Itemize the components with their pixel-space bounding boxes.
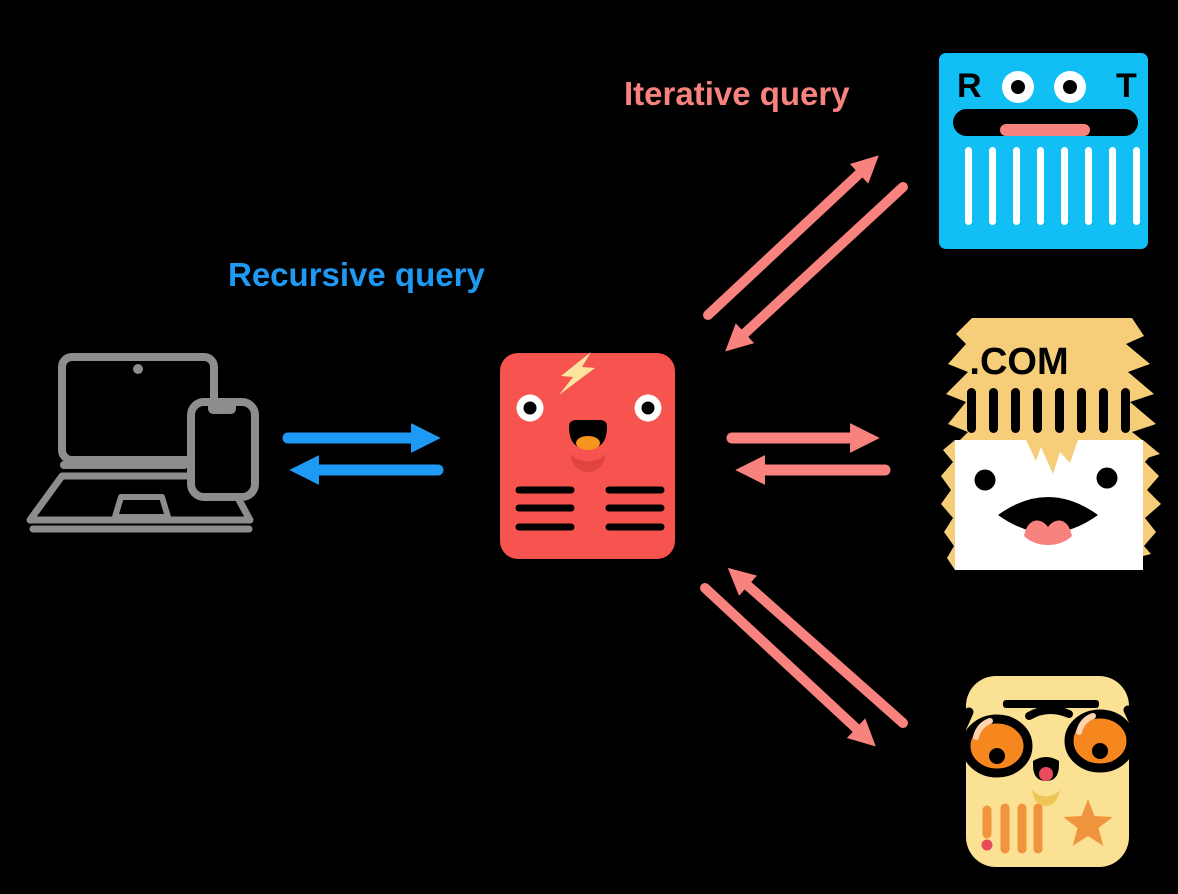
sunglasses-icon bbox=[948, 700, 1150, 778]
client-devices-icon bbox=[26, 353, 259, 533]
tld-hair-fringe bbox=[1026, 440, 1078, 474]
authoritative-server-icon bbox=[948, 676, 1150, 867]
resolver-mouth bbox=[569, 420, 607, 472]
tld-vent-bars bbox=[967, 388, 1130, 433]
trackpad bbox=[112, 494, 171, 520]
root-vent-bars bbox=[965, 147, 1140, 225]
root-letter-t: T bbox=[1116, 67, 1137, 105]
tld-server-icon: .COM bbox=[941, 318, 1161, 570]
resolver-tongue bbox=[576, 436, 600, 450]
root-eyes bbox=[1002, 71, 1086, 103]
tld-label: .COM bbox=[969, 341, 1068, 383]
tld-eyes bbox=[974, 467, 1118, 491]
iterative-arrows-authoritative bbox=[700, 567, 908, 747]
arrow-root-to-resolver bbox=[725, 182, 908, 352]
lightning-bolt-icon bbox=[559, 352, 595, 395]
tld-mouth bbox=[998, 497, 1098, 545]
resolver-eyes bbox=[516, 394, 662, 422]
tld-tongue bbox=[1024, 520, 1072, 545]
tld-hair-left-lock bbox=[941, 440, 955, 570]
root-tongue bbox=[1000, 124, 1090, 136]
recursive-query-arrows bbox=[282, 423, 444, 485]
webcam-dot bbox=[133, 364, 143, 374]
arrow-resolver-to-root bbox=[703, 155, 879, 320]
dns-resolver-icon bbox=[500, 352, 675, 559]
iterative-query-label: Iterative query bbox=[624, 75, 850, 112]
auth-mouth bbox=[1032, 757, 1060, 807]
exclamation-marks-icon bbox=[981, 803, 1043, 854]
resolver-vent-bars bbox=[515, 486, 665, 531]
auth-tongue bbox=[1039, 767, 1053, 781]
root-letter-r: R bbox=[957, 67, 982, 105]
tld-hair-right-lock bbox=[1143, 440, 1161, 556]
recursive-query-label: Recursive query bbox=[228, 256, 485, 293]
iterative-arrows-tld bbox=[726, 423, 891, 485]
phone-notch bbox=[208, 406, 236, 414]
auth-chin bbox=[1032, 790, 1060, 807]
star-icon bbox=[1063, 799, 1113, 846]
smartphone-icon bbox=[187, 398, 259, 501]
root-server-icon: R T bbox=[939, 53, 1148, 249]
root-mouth bbox=[953, 109, 1138, 136]
iterative-arrows-root bbox=[703, 155, 908, 352]
arrow-resolver-to-authoritative bbox=[700, 583, 876, 747]
resolver-chin-shadow bbox=[570, 454, 606, 472]
arrow-authoritative-to-resolver bbox=[727, 567, 908, 728]
